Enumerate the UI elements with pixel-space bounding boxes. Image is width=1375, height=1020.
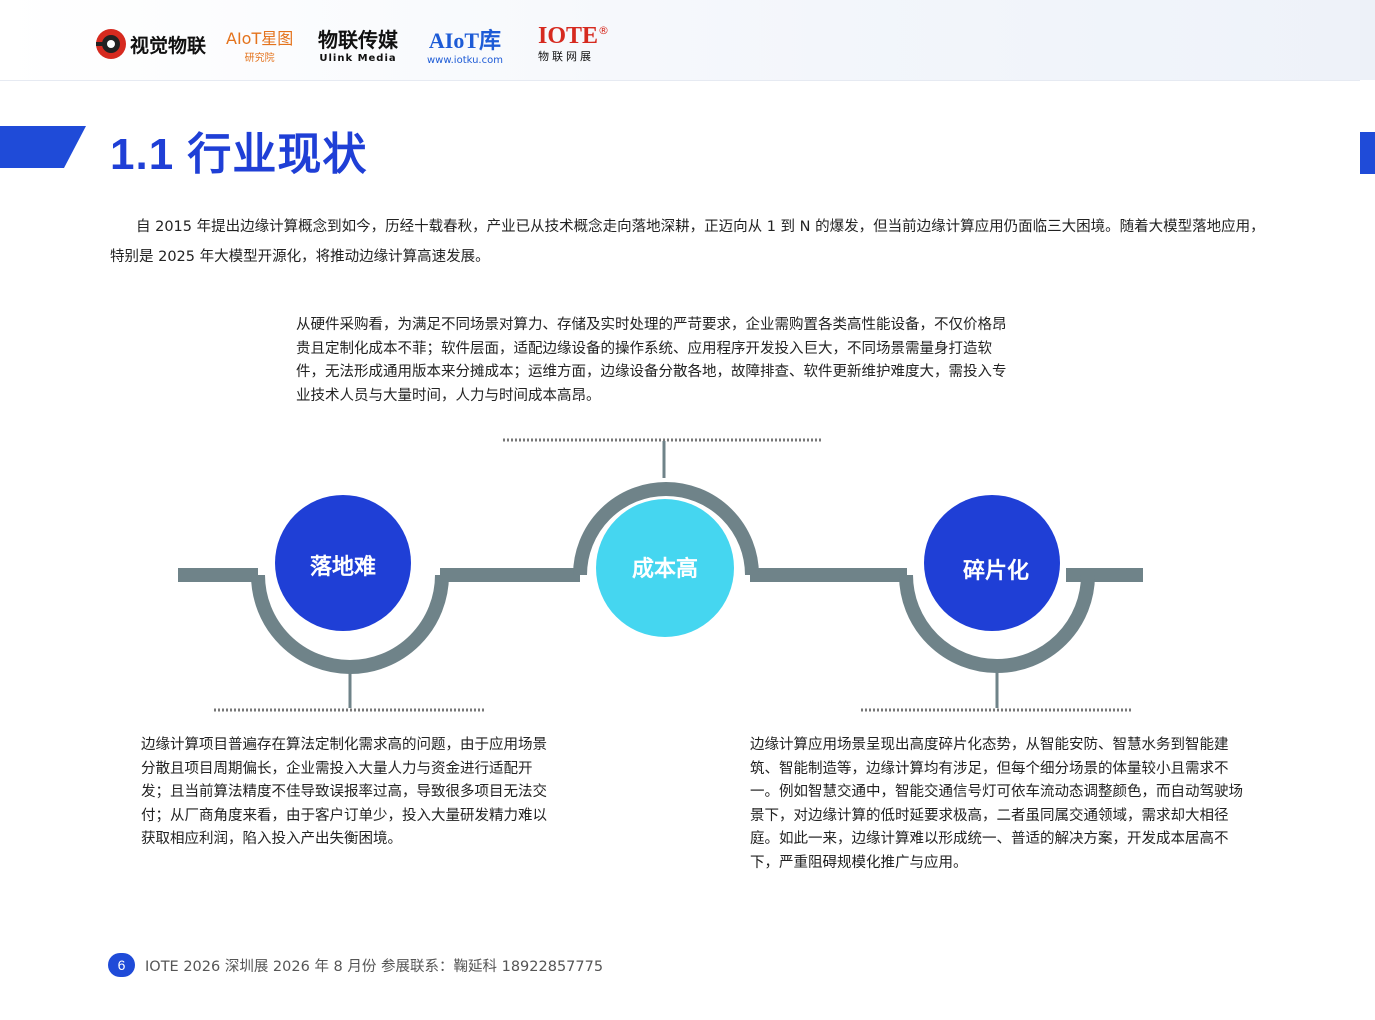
page-footer: 6 IOTE 2026 深圳展 2026 年 8 月份 参展联系：鞠延科 189…: [108, 953, 603, 977]
track-segment-mid-left: [440, 568, 580, 582]
circle-high-cost: [596, 499, 734, 637]
right-arc: [899, 574, 1095, 673]
logo-aiot-ku: AIoT库 www.iotku.com: [427, 22, 503, 66]
logo-subtext: 研究院: [244, 52, 275, 64]
track-segment-left: [178, 568, 258, 582]
logo-text: AIoT星图: [226, 28, 294, 48]
logo-text: AIoT库: [428, 27, 502, 53]
fragmentation-paragraph: 边缘计算应用场景呈现出高度碎片化态势，从智能安防、智慧水务到智能建筑、智能制造等…: [750, 737, 1243, 871]
circle-fragmentation: [924, 495, 1060, 631]
label-high-cost: 成本高: [631, 557, 698, 582]
page-number-badge: 6: [108, 953, 135, 977]
section-marker: [0, 126, 86, 168]
intro-paragraph: 自 2015 年提出边缘计算概念到如今，历经十载春秋，产业已从技术概念走向落地深…: [110, 219, 1265, 265]
cost-paragraph: 从硬件采购看，为满足不同场景对算力、存储及实时处理的严苛要求，企业需购置各类高性…: [296, 317, 1007, 404]
edge-tab-marker: [1360, 132, 1375, 174]
track-segment-right: [1066, 568, 1143, 582]
logo-iote: IOTE ® 物联网展: [538, 22, 609, 66]
logo-subtext: www.iotku.com: [427, 54, 503, 66]
registered-mark: ®: [598, 24, 610, 37]
logo-text: IOTE: [538, 23, 599, 49]
logo-subtext: Ulink Media: [319, 53, 397, 64]
logo-subtext: 物联网展: [538, 50, 594, 63]
page-header: [0, 0, 1375, 80]
track-segment-mid-right: [750, 568, 907, 582]
label-fragmentation: 碎片化: [962, 559, 1029, 584]
middle-arc: [573, 482, 759, 576]
left-arc: [251, 574, 449, 674]
landing-difficulty-paragraph: 边缘计算项目普遍存在算法定制化需求高的问题，由于应用场景分散且项目周期偏长，企业…: [141, 737, 547, 847]
footer-text: IOTE 2026 深圳展 2026 年 8 月份 参展联系：鞠延科 18922…: [145, 958, 604, 975]
logo-shijue-wulian: 视觉物联: [94, 22, 206, 66]
header-divider: [0, 80, 1360, 81]
header-right-strip: [1360, 0, 1375, 80]
camera-lens-icon: [96, 29, 126, 59]
page-title: 1.1 行业现状: [110, 130, 368, 179]
logo-text: 物联传媒: [318, 28, 398, 52]
circle-landing-difficulty: [275, 495, 411, 631]
logo-wulian-chuanmei: 物联传媒 Ulink Media: [318, 22, 398, 66]
logo-aiot-xingtu: AIoT星图 研究院: [226, 22, 293, 66]
logo-text: 视觉物联: [130, 34, 207, 57]
label-landing-difficulty: 落地难: [309, 555, 376, 580]
